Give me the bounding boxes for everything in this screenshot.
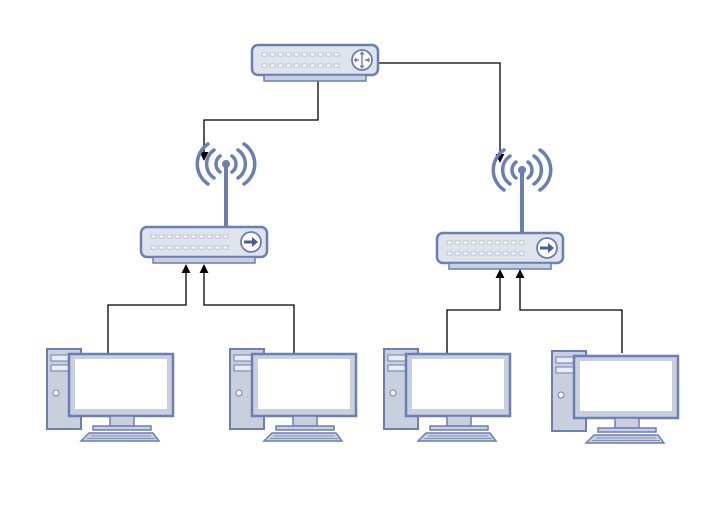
wireless-router-icon [435, 148, 565, 271]
connectors [107, 62, 623, 353]
desktop-computer-icon [228, 347, 358, 443]
desktop-computer-icon [550, 349, 680, 445]
desktop-computer-icon [382, 347, 512, 443]
desktop-computer-icon [45, 347, 175, 443]
wireless-router-icon [139, 142, 269, 265]
link-pc2-to-left-router [199, 264, 295, 353]
link-pc1-to-left-router [107, 264, 191, 353]
switch-icon [250, 43, 380, 83]
link-pc3-to-right-router [446, 269, 505, 353]
link-pc4-to-right-router [515, 269, 623, 353]
link-switch-to-left-router [199, 80, 319, 161]
link-switch-to-right-router [376, 62, 505, 163]
